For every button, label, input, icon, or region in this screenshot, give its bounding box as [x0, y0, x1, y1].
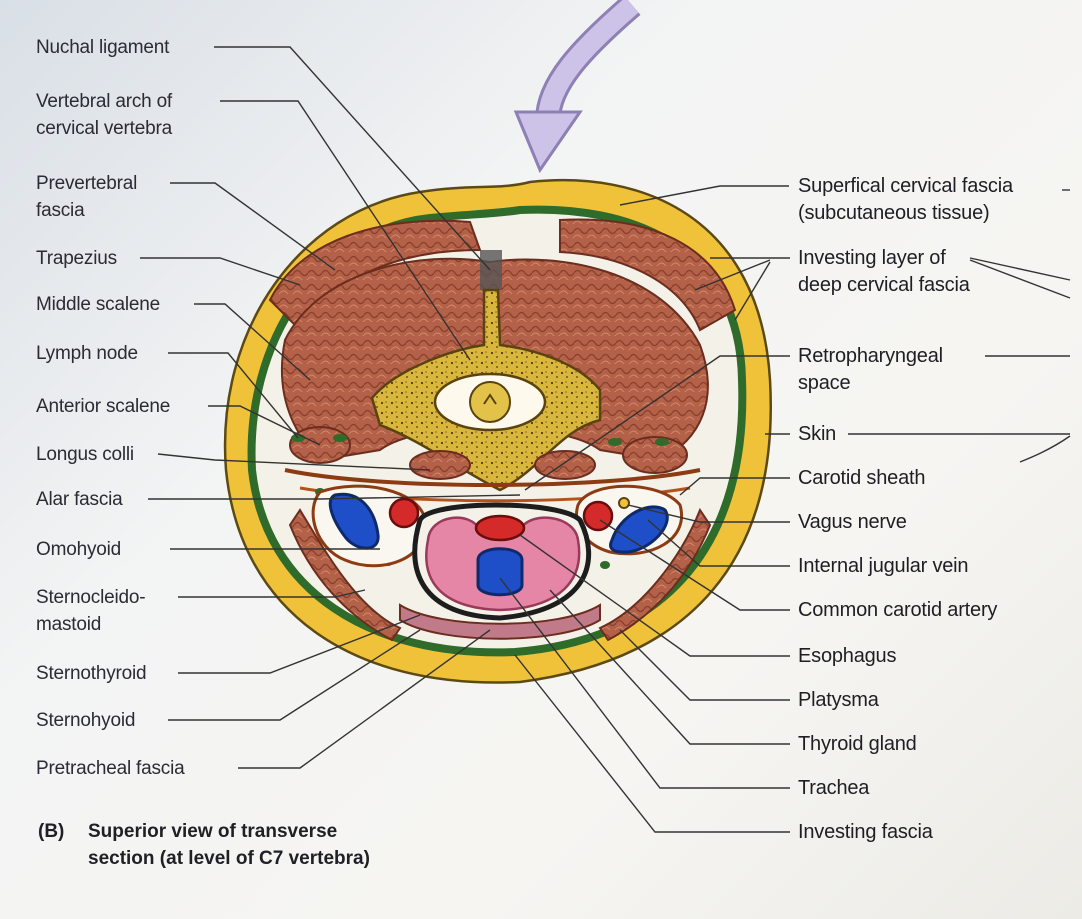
label-middle-scalene: Middle scalene [36, 291, 160, 318]
common-carotid-artery-left [390, 499, 418, 527]
label-sternocleidomastoid: Sternocleido-mastoid [36, 584, 166, 638]
label-omohyoid: Omohyoid [36, 536, 121, 563]
label-thyroid-gland: Thyroid gland [798, 731, 917, 758]
esophagus [476, 516, 524, 540]
label-alar-fascia: Alar fascia [36, 486, 123, 513]
carotid-sheath-right [577, 486, 682, 554]
label-pretracheal-fascia: Pretracheal fascia [36, 755, 184, 782]
label-esophagus: Esophagus [798, 643, 896, 670]
label-lymph-node: Lymph node [36, 340, 138, 367]
label-superficial-cervical-fascia: Superfical cervical fascia (subcutaneous… [798, 173, 1078, 227]
anterior-scalene-right [623, 437, 687, 473]
label-platysma: Platysma [798, 687, 879, 714]
label-anterior-scalene: Anterior scalene [36, 393, 170, 420]
figure-tag: (B) [38, 818, 64, 845]
label-common-carotid-artery: Common carotid artery [798, 597, 997, 624]
label-vertebral-arch: Vertebral arch of cervical vertebra [36, 88, 226, 142]
label-trapezius: Trapezius [36, 245, 117, 272]
figure-caption-text: Superior view of transverse section (at … [88, 818, 378, 872]
label-carotid-sheath: Carotid sheath [798, 465, 925, 492]
vagus-nerve [619, 498, 629, 508]
label-vagus-nerve: Vagus nerve [798, 509, 907, 536]
label-skin: Skin [798, 421, 836, 448]
label-internal-jugular-vein: Internal jugular vein [798, 553, 968, 580]
label-nuchal-ligament: Nuchal ligament [36, 34, 169, 61]
nuchal-ligament [480, 250, 502, 290]
trachea [478, 549, 522, 595]
label-retropharyngeal-space: Retropharyngeal space [798, 343, 988, 397]
viewing-direction-arrow [516, 5, 632, 170]
label-investing-fascia: Investing fascia [798, 819, 933, 846]
label-sternothyroid: Sternothyroid [36, 660, 146, 687]
longus-colli-right [535, 451, 595, 479]
label-trachea: Trachea [798, 775, 869, 802]
label-prevertebral-fascia: Prevertebral fascia [36, 170, 176, 224]
label-investing-layer: Investing layer of deep cervical fascia [798, 245, 978, 299]
label-sternohyoid: Sternohyoid [36, 707, 135, 734]
longus-colli [410, 451, 470, 479]
label-longus-colli: Longus colli [36, 441, 134, 468]
